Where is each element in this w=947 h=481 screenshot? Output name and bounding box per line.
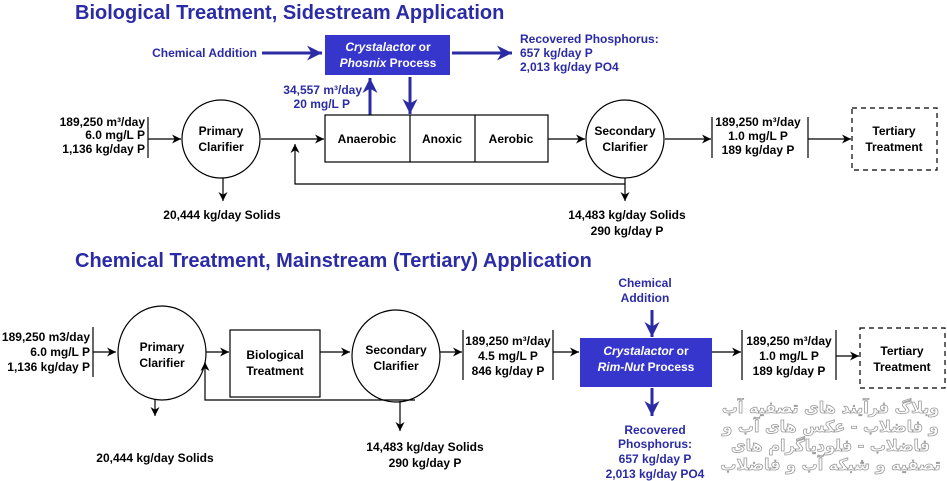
process-alt-name: Rim-Nut <box>598 360 646 374</box>
secondary-clarifier-label: Secondary <box>365 343 427 357</box>
tertiary-label: Tertiary <box>872 124 915 138</box>
primary-clarifier-label: Primary <box>199 124 244 138</box>
recovered-phosphorus: Recovered Phosphorus: 657 kg/day P 2,013… <box>606 423 705 481</box>
bottom-title: Chemical Treatment, Mainstream (Tertiary… <box>75 250 592 272</box>
process-or: or <box>673 344 689 358</box>
effluent-conc: 1.0 mg/L P <box>759 349 819 363</box>
chemical-addition-label: Addition <box>621 291 670 305</box>
secondary-solids-p: 290 kg/day P <box>389 456 462 470</box>
recovered-p: 657 kg/day P <box>520 46 593 60</box>
secondary-clarifier-label: Clarifier <box>373 359 419 373</box>
top-title: Biological Treatment, Sidestream Applica… <box>75 2 504 24</box>
recovered-label: Recovered <box>624 423 685 437</box>
watermark-area: وبلاگ فرآیند های تصفیه آب و فاضلاب - عکس… <box>720 398 941 474</box>
primary-solids: 20,444 kg/day Solids <box>96 451 214 465</box>
primary-clarifier-label: Primary <box>140 340 185 354</box>
recovered-p: 657 kg/day P <box>619 452 692 466</box>
process-name: Crystalactor <box>603 344 674 358</box>
zone-anoxic: Anoxic <box>422 132 462 146</box>
recovered-po4: 2,013 kg/day PO4 <box>520 60 619 74</box>
chemical-addition-label: Chemical <box>618 276 671 290</box>
influent-conc: 6.0 mg/L P <box>85 128 145 142</box>
intermediate-data: 189,250 m³/day 4.5 mg/L P 846 kg/day P <box>465 334 551 378</box>
biological-treatment-box <box>229 329 321 398</box>
primary-solids: 20,444 kg/day Solids <box>163 208 281 222</box>
effluent-data: 189,250 m³/day 1.0 mg/L P 189 kg/day P <box>715 115 801 157</box>
bottom-section: Chemical Treatment, Mainstream (Tertiary… <box>2 250 946 481</box>
recovered-label: Recovered Phosphorus: <box>520 32 659 46</box>
secondary-solids: 14,483 kg/day Solids <box>366 440 484 454</box>
effluent-conc: 1.0 mg/L P <box>728 129 788 143</box>
tertiary-treatment-box <box>859 327 946 389</box>
watermark: وبلاگ فرآیند های تصفیه آب و فاضلاب - عکس… <box>720 398 941 474</box>
effluent-load: 189 kg/day P <box>722 143 795 157</box>
secondary-clarifier <box>351 309 441 403</box>
top-section: Biological Treatment, Sidestream Applica… <box>60 2 938 238</box>
process-suffix: Process <box>644 360 694 374</box>
crystalactor-phosnix-box: Crystalactor or Phosnix Process <box>325 35 450 75</box>
influent-data: 189,250 m³/day 6.0 mg/L P 1,136 kg/day P <box>60 115 146 156</box>
primary-clarifier <box>181 99 261 179</box>
tertiary-label: Tertiary <box>880 344 923 358</box>
ras-recycle-line <box>200 362 415 401</box>
bioreactor-zones: Anaerobic Anoxic Aerobic <box>324 114 549 163</box>
influent-flow: 189,250 m3/day <box>2 330 90 344</box>
intermediate-load: 846 kg/day P <box>472 364 545 378</box>
process-alt-name: Phosnix <box>340 56 388 70</box>
effluent-data: 189,250 m³/day 1.0 mg/L P 189 kg/day P <box>746 334 832 378</box>
tertiary-label: Treatment <box>873 360 930 374</box>
secondary-solids-p: 290 kg/day P <box>591 224 664 238</box>
process-name: Crystalactor <box>345 40 416 54</box>
sidestream-flow: 34,557 m³/day <box>283 83 362 97</box>
effluent-flow: 189,250 m³/day <box>746 334 832 348</box>
biological-label: Biological <box>246 348 303 362</box>
secondary-clarifier-label: Clarifier <box>602 140 648 154</box>
primary-clarifier <box>117 305 207 401</box>
process-or: or <box>415 40 431 54</box>
influent-load: 1,136 kg/day P <box>7 360 90 374</box>
tertiary-treatment-box <box>851 107 938 171</box>
svg-text:Rim-Nut Process: Rim-Nut Process <box>598 360 695 374</box>
intermediate-conc: 4.5 mg/L P <box>478 349 538 363</box>
crystalactor-rimnut-box: Crystalactor or Rim-Nut Process <box>580 338 712 387</box>
tertiary-label: Treatment <box>865 140 922 154</box>
recovered-phosphorus: Recovered Phosphorus: 657 kg/day P 2,013… <box>520 32 659 74</box>
biological-label: Treatment <box>246 364 303 378</box>
svg-text:Phosnix Process: Phosnix Process <box>340 56 437 70</box>
primary-clarifier-label: Clarifier <box>139 356 185 370</box>
svg-text:Crystalactor or: Crystalactor or <box>345 40 431 54</box>
sidestream-conc: 20 mg/L P <box>294 97 350 111</box>
primary-clarifier-label: Clarifier <box>198 140 244 154</box>
secondary-clarifier <box>585 99 665 179</box>
recovered-label: Phosphorus: <box>618 437 692 451</box>
influent-conc: 6.0 mg/L P <box>30 345 90 359</box>
effluent-flow: 189,250 m³/day <box>715 115 801 129</box>
zone-aerobic: Aerobic <box>489 132 534 146</box>
svg-text:Crystalactor or: Crystalactor or <box>603 344 689 358</box>
intermediate-flow: 189,250 m³/day <box>465 334 551 348</box>
influent-load: 1,136 kg/day P <box>62 142 145 156</box>
influent-data: 189,250 m3/day 6.0 mg/L P 1,136 kg/day P <box>2 330 90 374</box>
secondary-solids: 14,483 kg/day Solids <box>568 208 686 222</box>
influent-flow: 189,250 m³/day <box>60 115 146 129</box>
recovered-po4: 2,013 kg/day PO4 <box>606 467 705 481</box>
effluent-load: 189 kg/day P <box>753 364 826 378</box>
ras-recycle-line <box>290 144 625 185</box>
chemical-addition-label: Chemical Addition <box>152 46 257 60</box>
zone-anaerobic: Anaerobic <box>338 132 397 146</box>
secondary-clarifier-label: Secondary <box>594 124 656 138</box>
process-suffix: Process <box>386 56 436 70</box>
